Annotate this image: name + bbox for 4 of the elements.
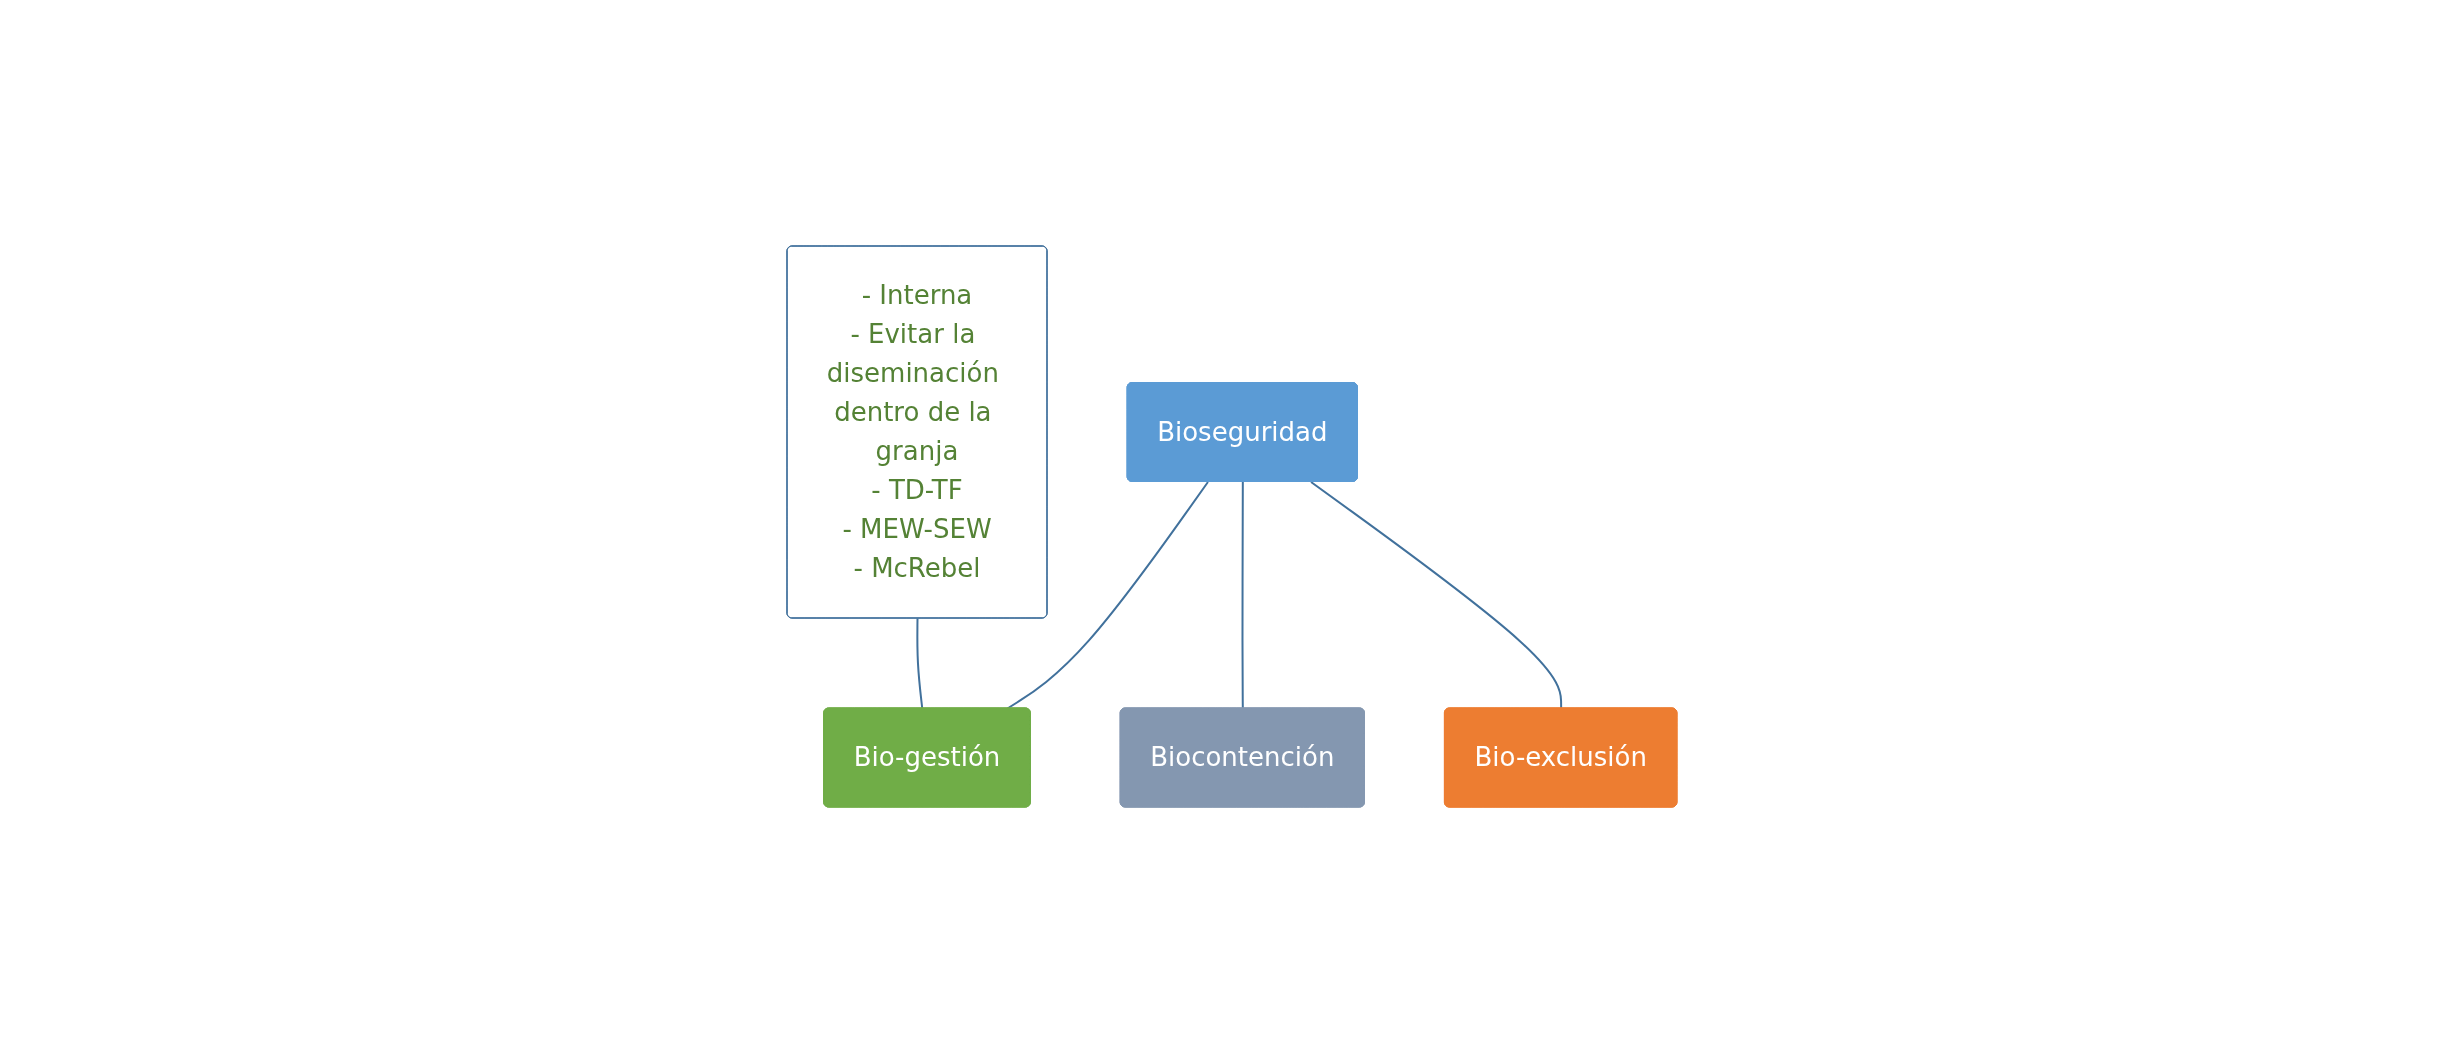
connector <box>1006 481 1209 710</box>
connector <box>1241 481 1244 710</box>
connector <box>1310 481 1563 710</box>
connector <box>916 617 924 710</box>
